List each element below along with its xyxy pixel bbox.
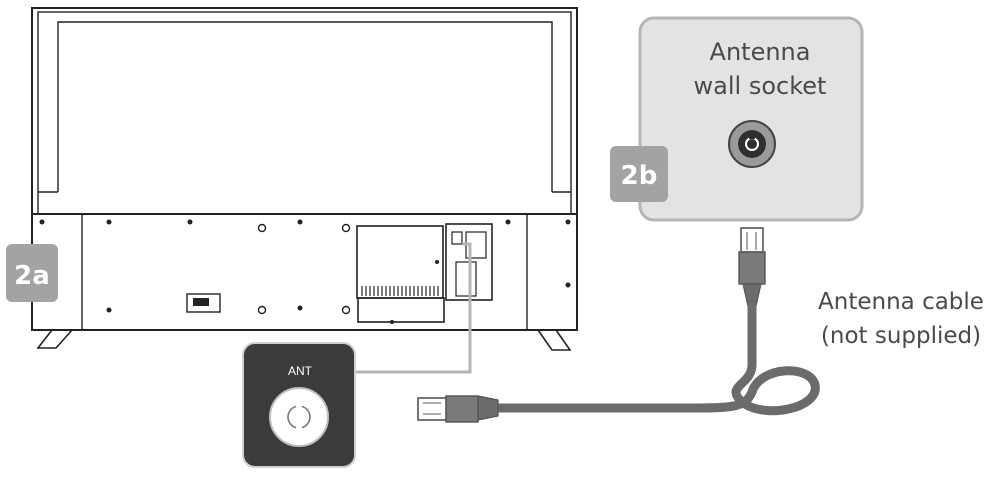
ant-port-callout: ANT (242, 342, 356, 468)
tv-power-socket (186, 293, 221, 313)
tv-screen-back (57, 21, 553, 192)
cable-plug-bottom-body (445, 395, 479, 423)
tv-foot-right (537, 329, 572, 351)
tv-inner-frame (37, 11, 572, 215)
callout-leader-line (352, 242, 472, 374)
antenna-cable (417, 227, 820, 423)
antenna-port-icon (269, 387, 329, 447)
cable-label-line1: Antenna cable (818, 289, 984, 315)
badge-2a: 2a (6, 244, 58, 302)
cable-plug-top-tip (740, 227, 764, 253)
badge-2a-label: 2a (14, 261, 50, 291)
badge-2a-bg (6, 244, 58, 302)
wall-socket-panel: Antenna wall socket (638, 16, 864, 222)
wall-socket-title-line2: wall socket (694, 72, 827, 100)
cable-wire (493, 301, 820, 416)
wall-socket-icon (728, 120, 776, 168)
cable-plug-top-body (738, 251, 766, 285)
cable-plug-bottom-tip (417, 397, 447, 421)
ant-port-label: ANT (288, 364, 313, 378)
wall-socket-plate (638, 16, 864, 222)
badge-2b-bg (610, 146, 668, 202)
tv-foot-left (36, 329, 73, 349)
tv-outer-frame (31, 7, 578, 331)
wall-socket-title-line1: Antenna (710, 38, 811, 66)
tv-back (31, 7, 578, 351)
badge-2b: 2b (610, 146, 668, 202)
tv-vent-slots (361, 286, 439, 296)
tv-screws (39, 219, 571, 324)
cable-label-line2: (not supplied) (821, 323, 981, 349)
badge-2b-label: 2b (621, 161, 658, 191)
